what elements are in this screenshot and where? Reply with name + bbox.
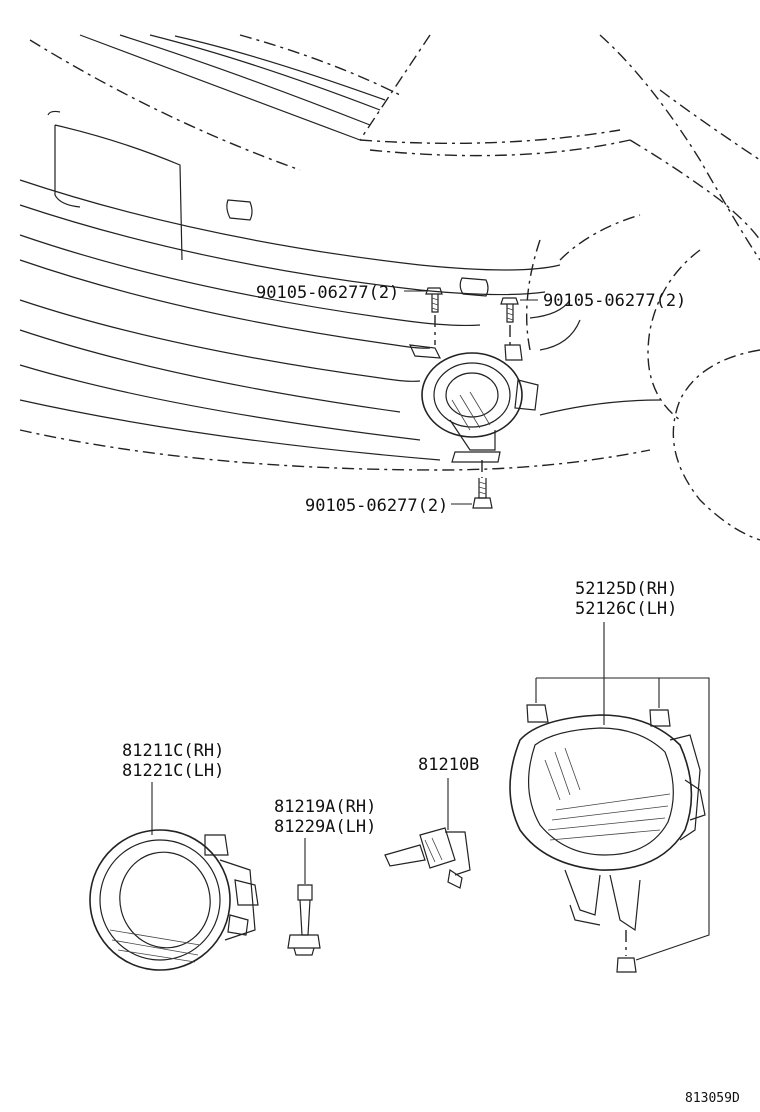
fog-lamp-bracket xyxy=(509,704,706,973)
label-screw-bottom: 90105-06277(2) xyxy=(305,496,448,516)
label-lamp-lh: 81221C(LH) xyxy=(122,761,224,781)
label-bulb: 81210B xyxy=(418,755,479,775)
label-screw-upper-right: 90105-06277(2) xyxy=(543,291,686,311)
label-socket-rh: 81219A(RH) xyxy=(274,797,376,817)
front-bumper-outline xyxy=(19,34,760,541)
fog-lamp-unit xyxy=(89,829,259,971)
label-lamp-rh: 81211C(RH) xyxy=(122,741,224,761)
bulb-socket xyxy=(287,884,321,956)
label-bracket-lh: 52126C(LH) xyxy=(575,599,677,619)
fog-lamp-bulb xyxy=(384,827,471,889)
label-socket-lh: 81229A(LH) xyxy=(274,817,376,837)
screw-upper-left xyxy=(425,287,443,345)
leader-bracket xyxy=(535,622,710,961)
installed-fog-lamp xyxy=(421,344,539,463)
screw-upper-right xyxy=(500,297,519,345)
screw-bottom xyxy=(472,460,493,509)
label-bracket-rh: 52125D(RH) xyxy=(575,579,677,599)
diagram-code: 813059D xyxy=(685,1091,740,1106)
label-screw-upper-left: 90105-06277(2) xyxy=(256,283,399,303)
